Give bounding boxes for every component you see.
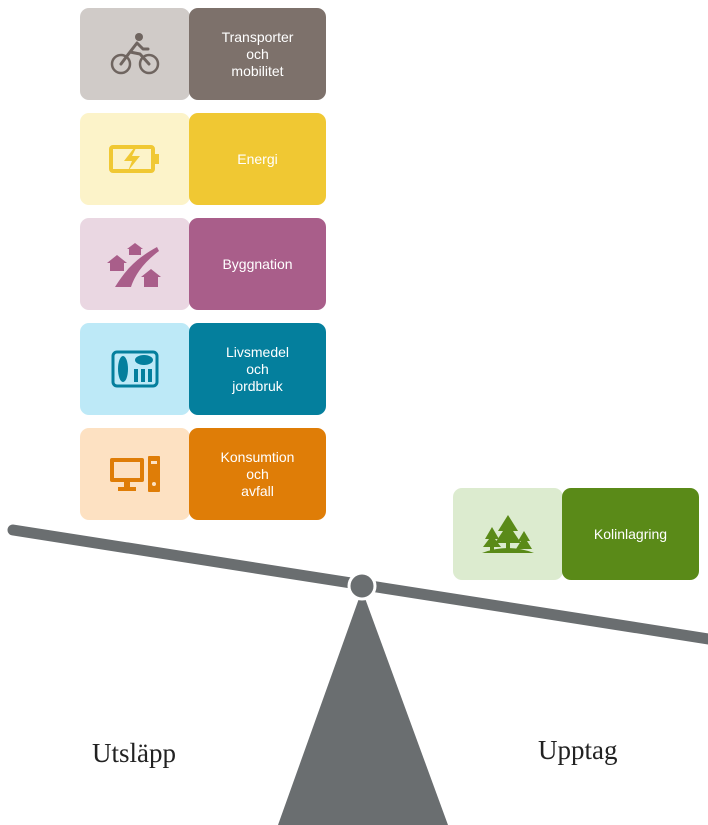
card-food: Livsmedel och jordbruk <box>80 323 326 415</box>
card-transport-icon-box <box>80 8 190 100</box>
pivot-circle <box>347 571 377 601</box>
caption-uptake: Upptag <box>538 735 618 765</box>
battery-charging-icon <box>109 145 159 173</box>
card-construction: Byggnation <box>80 218 326 310</box>
card-carbon-storage-label: Kolinlagring <box>562 488 699 580</box>
card-transport-label: Transporter och mobilitet <box>189 8 326 100</box>
card-construction-icon-box <box>80 218 190 310</box>
card-energy-label: Energi <box>189 113 326 205</box>
card-consumption: Konsumtion och avfall <box>80 428 326 520</box>
card-carbon-storage: Kolinlagring <box>453 488 699 580</box>
card-energy: Energi <box>80 113 326 205</box>
forest-icon <box>482 515 534 553</box>
card-consumption-icon-box <box>80 428 190 520</box>
computer-icon <box>110 456 160 492</box>
fulcrum-triangle <box>278 590 448 825</box>
food-tray-icon <box>111 350 159 388</box>
card-food-label: Livsmedel och jordbruk <box>189 323 326 415</box>
houses-road-icon <box>107 243 161 287</box>
card-energy-icon-box <box>80 113 190 205</box>
caption-emissions: Utsläpp <box>92 738 176 768</box>
bicycle-icon <box>110 33 160 75</box>
card-construction-label: Byggnation <box>189 218 326 310</box>
card-food-icon-box <box>80 323 190 415</box>
card-consumption-label: Konsumtion och avfall <box>189 428 326 520</box>
card-carbon-storage-icon-box <box>453 488 563 580</box>
card-transport: Transporter och mobilitet <box>80 8 326 100</box>
